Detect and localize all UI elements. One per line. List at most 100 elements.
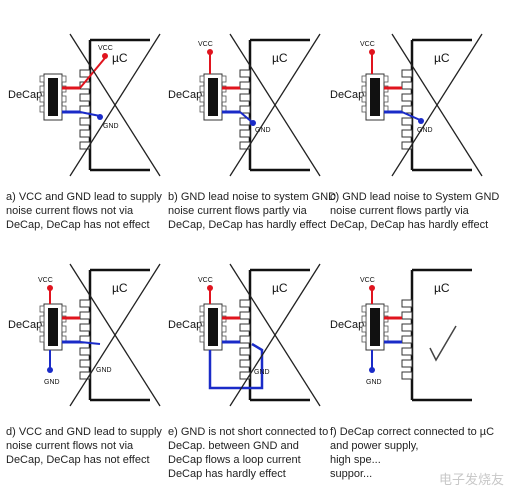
panel-f-caption: f) DeCap correct connected to µC and pow…	[330, 426, 495, 480]
uc-pin	[401, 371, 413, 380]
uc-pin	[401, 359, 413, 368]
uc-label: µC	[272, 51, 288, 65]
decap-pad	[39, 325, 45, 333]
uc-pin	[401, 69, 413, 78]
uc-pin	[401, 129, 413, 138]
cross-line-2	[69, 263, 161, 407]
vcc-node	[207, 285, 213, 291]
decap-pad	[361, 105, 367, 113]
uc-label: µC	[272, 281, 288, 295]
uc-pin	[79, 117, 91, 126]
watermark-logo: 电子发烧友	[438, 473, 504, 488]
vcc-node	[369, 49, 375, 55]
uc-pin	[79, 299, 91, 308]
uc-pin	[239, 81, 251, 90]
uc-pin	[239, 93, 251, 102]
cross-line-2	[391, 33, 483, 177]
decap-pad	[39, 75, 45, 83]
decap-body	[370, 78, 380, 116]
decap-pad	[39, 335, 45, 343]
decap-pad	[221, 75, 227, 83]
gnd-label: GND	[417, 127, 433, 134]
decap-pad	[61, 75, 67, 83]
uc-pin	[401, 105, 413, 114]
decap-pad	[383, 325, 389, 333]
decap-pad	[39, 105, 45, 113]
vcc-label: VCC	[360, 277, 375, 284]
decap-pad	[61, 95, 67, 103]
decap-pad	[361, 305, 367, 313]
decap-label: DeCap	[8, 319, 42, 331]
uc-pin	[239, 105, 251, 114]
check-icon	[429, 325, 457, 362]
gnd-label: GND	[366, 379, 382, 386]
gnd-lead	[79, 111, 101, 117]
decap-body	[370, 308, 380, 346]
vcc-node	[369, 285, 375, 291]
uc-pin	[401, 323, 413, 332]
uc-pin	[401, 335, 413, 344]
decap-pad	[39, 315, 45, 323]
decap-body	[208, 308, 218, 346]
decap-pad	[61, 305, 67, 313]
uc-pin	[239, 347, 251, 356]
gnd-node	[418, 118, 424, 124]
gnd-label: GND	[103, 123, 119, 130]
decap-pad	[199, 305, 205, 313]
decap-pad	[361, 325, 367, 333]
decap-pad	[221, 325, 227, 333]
gnd-loop	[208, 342, 264, 390]
decap-pad	[199, 75, 205, 83]
uc-pin	[239, 311, 251, 320]
uc-pin	[401, 81, 413, 90]
uc-pin	[79, 129, 91, 138]
decap-pad	[199, 335, 205, 343]
panel-b-caption: b) GND lead noise to system GND noise cu…	[168, 191, 337, 231]
uc-pin	[401, 117, 413, 126]
uc-pin	[239, 323, 251, 332]
decap-body	[48, 78, 58, 116]
uc-label: µC	[112, 281, 128, 295]
decap-label: DeCap	[168, 319, 202, 331]
uc-pin	[79, 69, 91, 78]
uc-label: µC	[112, 51, 128, 65]
gnd-label: GND	[44, 379, 60, 386]
uc-pin	[79, 323, 91, 332]
decap-label: DeCap	[8, 89, 42, 101]
decap-pad	[199, 315, 205, 323]
decap-pad	[361, 335, 367, 343]
decap-pad	[361, 85, 367, 93]
decap-pad	[39, 95, 45, 103]
decap-body	[208, 78, 218, 116]
decap-pad	[383, 305, 389, 313]
panel-d-caption: d) VCC and GND lead to supply noise curr…	[6, 426, 162, 466]
cross-line-2	[229, 263, 321, 407]
gnd-node	[97, 114, 103, 120]
vcc-label: VCC	[360, 41, 375, 48]
gnd-lead-chip	[79, 341, 101, 345]
uc-pin	[79, 93, 91, 102]
gnd-label: GND	[255, 127, 271, 134]
decap-pad	[361, 75, 367, 83]
cross-line-2	[69, 33, 161, 177]
uc-pin	[239, 299, 251, 308]
vcc-node	[47, 285, 53, 291]
panel-e-caption: e) GND is not short connected to DeCap. …	[168, 426, 329, 480]
gnd-node	[47, 367, 53, 373]
decap-label: DeCap	[330, 89, 364, 101]
decap-label: DeCap	[330, 319, 364, 331]
vcc-label: VCC	[38, 277, 53, 284]
uc-pin	[401, 93, 413, 102]
decap-label: DeCap	[168, 89, 202, 101]
uc-pin	[79, 311, 91, 320]
vcc-lead	[79, 57, 106, 89]
gnd-lead	[401, 111, 421, 121]
decap-pad	[39, 305, 45, 313]
decap-pad	[61, 325, 67, 333]
decap-body	[48, 308, 58, 346]
uc-pin	[401, 311, 413, 320]
uc-pin	[401, 347, 413, 356]
